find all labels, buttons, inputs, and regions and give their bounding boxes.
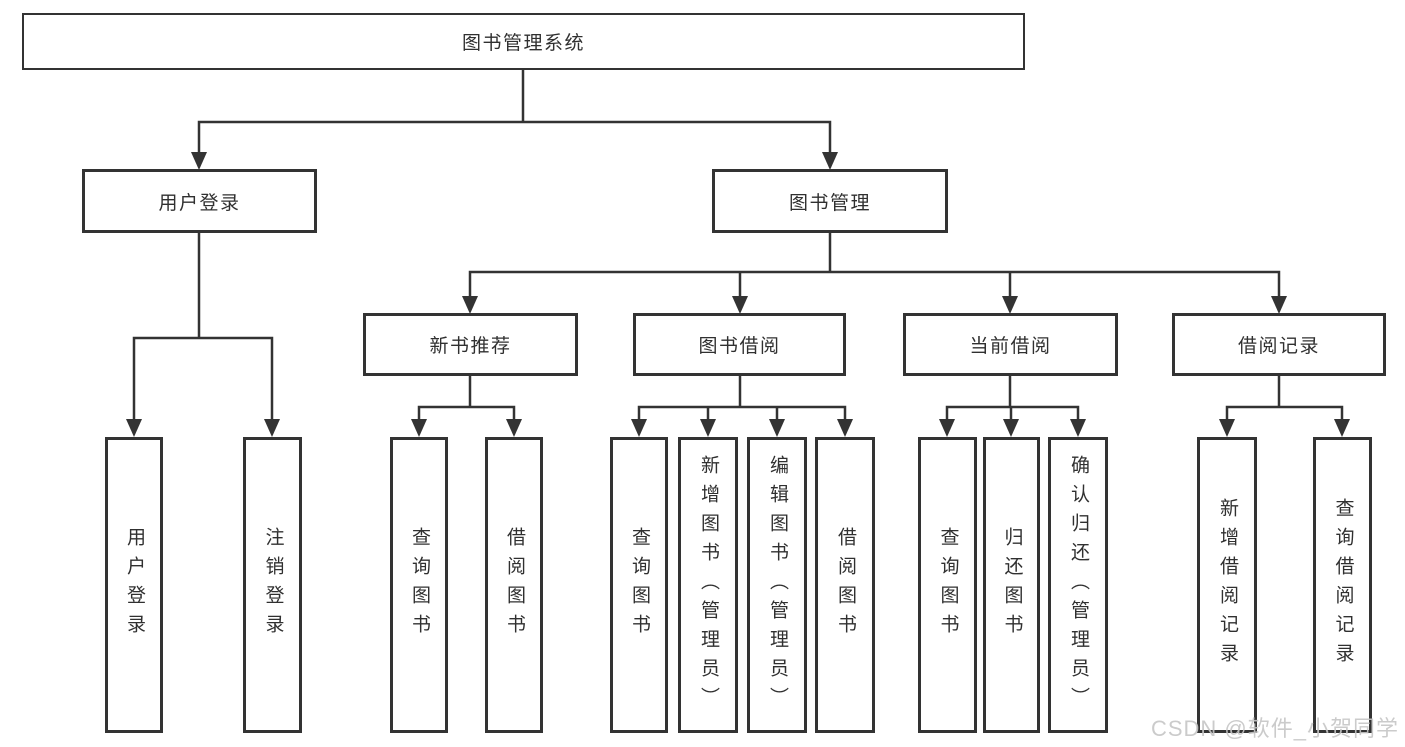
- node-label: 新增图书（管理员）: [697, 454, 719, 716]
- leaf-borrow-query-books: 查询图书: [610, 437, 668, 733]
- leaf-current-query-books: 查询图书: [918, 437, 977, 733]
- node-label: 图书借阅: [698, 336, 781, 357]
- node-book-borrow: 图书借阅: [633, 313, 846, 376]
- leaf-newbook-query-books: 查询图书: [390, 437, 448, 733]
- node-user-login: 用户登录: [82, 169, 317, 233]
- node-label: 用户登录: [158, 192, 241, 214]
- leaf-borrow-borrow-books: 借阅图书: [815, 437, 875, 733]
- node-label: 借阅图书: [834, 527, 856, 643]
- connector-new-book-recommend: [411, 374, 522, 437]
- connector-book-borrow: [631, 374, 853, 437]
- node-new-book-recommend: 新书推荐: [363, 313, 578, 376]
- node-label: 编辑图书（管理员）: [766, 454, 788, 716]
- leaf-logout: 注销登录: [243, 437, 302, 733]
- node-label: 确认归还（管理员）: [1067, 454, 1089, 716]
- node-label: 查询图书: [408, 527, 430, 643]
- node-label: 图书管理: [788, 192, 871, 214]
- node-label: 查询借阅记录: [1332, 498, 1354, 672]
- csdn-watermark: CSDN @软件_小贺同学: [1150, 716, 1399, 741]
- node-book-management: 图书管理: [712, 169, 948, 233]
- leaf-records-query-record: 查询借阅记录: [1313, 437, 1372, 733]
- node-current-borrow: 当前借阅: [903, 313, 1118, 376]
- node-label: 当前借阅: [969, 336, 1052, 357]
- connector-borrow-records: [1219, 374, 1350, 437]
- connector-root: [191, 68, 838, 170]
- node-label: 借阅记录: [1237, 336, 1320, 357]
- node-label: 查询图书: [628, 527, 650, 643]
- node-label: 新书推荐: [429, 336, 512, 357]
- node-label: 用户登录: [123, 527, 145, 643]
- connector-current-borrow: [939, 374, 1086, 437]
- leaf-borrow-add-books-admin: 新增图书（管理员）: [678, 437, 738, 733]
- node-borrow-records: 借阅记录: [1172, 313, 1386, 376]
- leaf-records-add-record: 新增借阅记录: [1197, 437, 1257, 733]
- leaf-current-return-books: 归还图书: [983, 437, 1040, 733]
- node-label: 归还图书: [1001, 527, 1023, 643]
- leaf-user-login: 用户登录: [105, 437, 163, 733]
- leaf-newbook-borrow-books: 借阅图书: [485, 437, 543, 733]
- node-label: 借阅图书: [503, 527, 525, 643]
- node-label: 查询图书: [937, 527, 959, 643]
- connector-book-management: [462, 231, 1287, 314]
- node-label: 注销登录: [262, 527, 284, 643]
- leaf-current-confirm-return-admin: 确认归还（管理员）: [1048, 437, 1108, 733]
- node-label: 图书管理系统: [461, 33, 585, 54]
- leaf-borrow-edit-books-admin: 编辑图书（管理员）: [747, 437, 807, 733]
- node-label: 新增借阅记录: [1216, 498, 1238, 672]
- node-library-management-system: 图书管理系统: [22, 13, 1025, 70]
- connector-user-login: [126, 231, 280, 437]
